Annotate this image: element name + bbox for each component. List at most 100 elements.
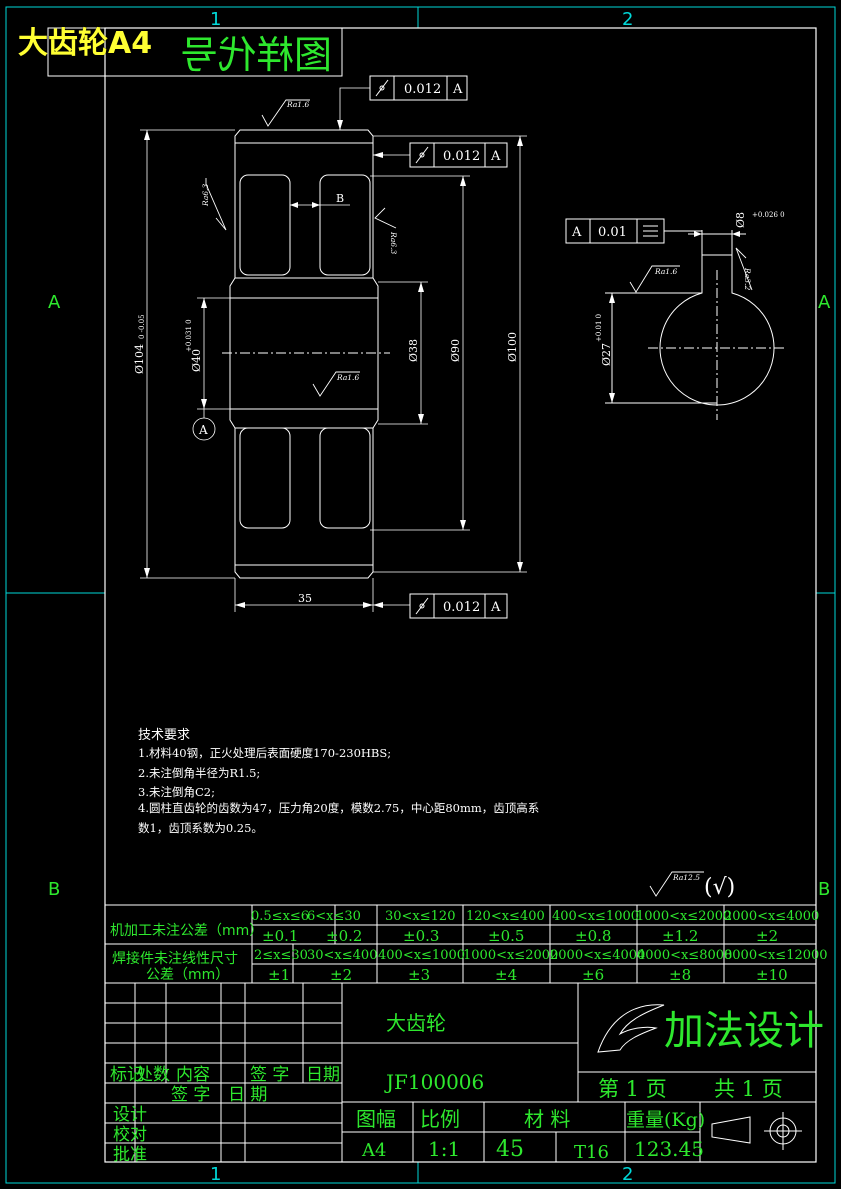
rev-header: 处数	[136, 1065, 170, 1085]
page-number: 第 1 页	[598, 1077, 667, 1101]
outer-border	[5, 6, 836, 1184]
tol-row1-ranges: 0.5≤x≤6 6<x≤30 30<x≤120 120<x≤400 400<x≤…	[251, 909, 819, 924]
grid-row-label: A	[48, 292, 61, 313]
header-weight: 重量(Kg)	[626, 1109, 705, 1131]
tech-req-item: 3.未注倒角C2;	[138, 785, 215, 799]
tol-range: 2000<x≤4000	[724, 909, 819, 924]
tol-row2-label-a: 焊接件未注线性尺寸	[112, 950, 238, 967]
tol-range: 400<x≤1000	[552, 909, 639, 924]
grid-col-label: 2	[622, 9, 633, 30]
rev-header: 签 字	[250, 1065, 289, 1085]
grid-col-label: 1	[210, 1164, 221, 1185]
file-title: 大齿轮A4	[18, 26, 153, 61]
tol-range: 120<x≤400	[466, 909, 545, 924]
tol-value: ±0.3	[403, 927, 439, 945]
tol-row2-label-b: 公差（mm）	[146, 967, 229, 983]
tol-row2-values: ±1 ±2 ±3 ±4 ±6 ±8 ±10	[268, 966, 788, 984]
tol-value: ±2	[756, 927, 778, 945]
header-material: 材 料	[524, 1107, 570, 1131]
roughness-r6: Ra3.2	[743, 267, 752, 290]
tol-value: ±0.1	[262, 927, 298, 945]
value-material: 45	[496, 1137, 524, 1162]
tol-value: ±0.8	[575, 927, 611, 945]
header-scale: 比例	[420, 1107, 460, 1131]
role-label: 校对	[113, 1125, 147, 1145]
roughness-r3: Ra6.3	[389, 231, 398, 254]
tol-range: 30<x≤120	[385, 909, 455, 924]
tol-value: ±1	[268, 966, 290, 984]
tol-value: ±8	[669, 966, 691, 984]
tol-range: 8000<x≤12000	[724, 948, 828, 963]
mirrored-code-text: 图样代号	[180, 33, 332, 77]
tol-datum-bottom: A	[490, 600, 501, 615]
dim-d100: Ø100	[506, 332, 519, 362]
dim-width-35: 35	[298, 592, 312, 605]
part-name: 大齿轮	[386, 1011, 446, 1035]
tech-req-item: 2.未注倒角半径为R1.5;	[138, 766, 261, 780]
tol-value: ±0.5	[488, 927, 524, 945]
tol-range: 400<x≤1000	[378, 948, 465, 963]
grid-row-label: B	[48, 879, 60, 900]
label-b: B	[336, 192, 344, 205]
tol-row1-label: 机加工未注公差（mm）	[110, 923, 263, 939]
sym-datum: A	[571, 225, 582, 240]
tech-req-item: 1.材料40钢，正火处理后表面硬度170-230HBS;	[138, 746, 392, 760]
rev-header: 标记	[110, 1065, 144, 1085]
value-format: A4	[361, 1140, 386, 1161]
dimension-lines	[140, 87, 527, 612]
dim-d104-tol: 0 -0.05	[138, 314, 146, 339]
roughness-general: Ra12.5	[672, 873, 700, 882]
tol-value: ±6	[582, 966, 604, 984]
role-label: 批准	[113, 1145, 147, 1165]
sign-header: 日 期	[228, 1085, 267, 1105]
title-block-grid	[104, 982, 817, 1163]
keyway-arrows	[609, 231, 740, 403]
gear-section-view	[222, 129, 390, 579]
value-scale: 1:1	[428, 1137, 460, 1161]
datum-a-label: A	[198, 423, 208, 437]
tol-value: ±3	[408, 966, 430, 984]
tol-value: ±1.2	[662, 927, 698, 945]
mirrored-drawing-code: 图样代号	[180, 33, 332, 77]
dim-key8-tol: +0.026 0	[752, 211, 785, 219]
drawing-number: JF100006	[384, 1070, 484, 1094]
dimension-arrows	[144, 120, 523, 608]
roughness-r4: Ra1.6	[336, 373, 359, 382]
value-weight: 123.45	[634, 1137, 704, 1161]
tol-value: ±2	[330, 966, 352, 984]
tol-range: 6<x≤30	[307, 909, 361, 924]
header-format: 图幅	[356, 1107, 396, 1131]
roughness-r2: Ra6.3	[201, 184, 210, 207]
tol-datum-mid: A	[490, 149, 501, 164]
dim-d40-tol: +0.031 0	[185, 319, 193, 352]
tech-req-item: 数1，齿顶系数为0.25。	[138, 821, 263, 835]
drawing-code-box	[47, 27, 343, 77]
value-t: T16	[574, 1142, 609, 1163]
tech-req-title: 技术要求	[138, 728, 191, 743]
dim-d38: Ø38	[407, 339, 420, 362]
dim-d90: Ø90	[449, 339, 462, 362]
sign-header: 签 字	[171, 1085, 210, 1105]
tol-range: 4000<x≤8000	[637, 948, 732, 963]
tol-value-mid: 0.012	[443, 149, 480, 164]
dim-key27: Ø27	[600, 343, 613, 366]
page-total: 共 1 页	[714, 1077, 783, 1101]
tol-frames	[369, 75, 508, 619]
tol-value-top: 0.012	[404, 82, 441, 97]
tol-row2-ranges: 2≤x≤30 30<x≤400 400<x≤1000 1000<x≤2000 2…	[254, 948, 828, 963]
roughness-r1: Ra1.6	[286, 100, 309, 109]
tol-value: ±10	[756, 966, 788, 984]
grid-col-label: 1	[210, 9, 221, 30]
role-label: 设计	[113, 1105, 147, 1125]
tol-range: 2≤x≤30	[254, 948, 308, 963]
tol-range: 1000<x≤2000	[463, 948, 558, 963]
tol-value: ±0.2	[326, 927, 362, 945]
tol-range: 0.5≤x≤6	[251, 909, 309, 924]
dim-key8: Ø8	[734, 212, 747, 228]
grid-col-label: 2	[622, 1164, 633, 1185]
roughness-symbols	[205, 99, 753, 897]
tol-datum-top: A	[452, 82, 463, 97]
dim-d104: Ø104	[133, 344, 146, 374]
dim-d40: Ø40	[190, 349, 203, 372]
